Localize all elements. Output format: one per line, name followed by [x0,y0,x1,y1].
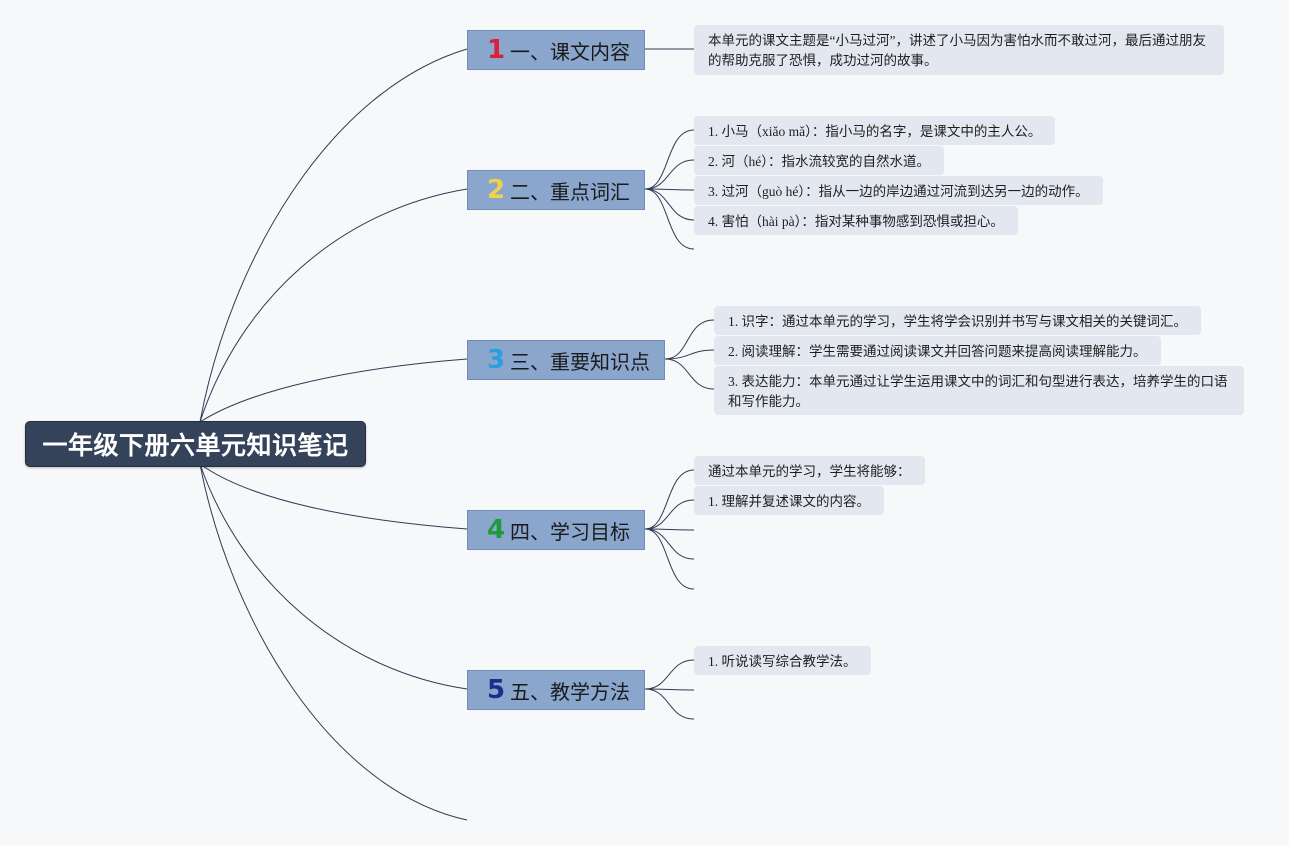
leaf-b1-1[interactable]: 本单元的课文主题是“小马过河”，讲述了小马因为害怕水而不敢过河，最后通过朋友的帮… [694,25,1224,75]
leaf-text: 4. 害怕（hài pà）：指对某种事物感到恐惧或担心。 [708,214,1004,229]
connector-b2-leaf-2 [644,159,695,190]
leaf-text: 3. 过河（guò hé）：指从一边的岸边通过河流到达另一边的动作。 [708,184,1089,199]
branch-label-2: 二、重点词汇 [510,179,630,204]
branch-label-5: 五、教学方法 [510,679,630,704]
connector-b5-leaf-3 [644,688,695,720]
leaf-text: 本单元的课文主题是“小马过河”，讲述了小马因为害怕水而不敢过河，最后通过朋友的帮… [708,33,1206,68]
branch-topic-3[interactable]: 3 三、重要知识点 [467,340,665,380]
branch-number-4: 4 [486,515,506,545]
connector-root-branch-5 [199,463,468,690]
leaf-text: 1. 识字：通过本单元的学习，学生将学会识别并书写与课文相关的关键词汇。 [728,314,1187,329]
leaf-b4-1[interactable]: 通过本单元的学习，学生将能够： [694,456,925,485]
connector-root-branch-6 [199,463,468,821]
connector-root-branch-3 [199,358,468,423]
leaf-b3-1[interactable]: 1. 识字：通过本单元的学习，学生将学会识别并书写与课文相关的关键词汇。 [714,306,1201,335]
leaf-b2-2[interactable]: 2. 河（hé）：指水流较宽的自然水道。 [694,146,944,175]
branch-topic-2[interactable]: 2 二、重点词汇 [467,170,645,210]
leaf-text: 2. 河（hé）：指水流较宽的自然水道。 [708,154,930,169]
connector-b4-leaf-5 [644,528,695,590]
leaf-b4-2[interactable]: 1. 理解并复述课文的内容。 [694,486,884,515]
leaf-text: 2. 阅读理解：学生需要通过阅读课文并回答问题来提高阅读理解能力。 [728,344,1147,359]
branch-number-2: 2 [486,175,506,205]
leaf-text: 3. 表达能力：本单元通过让学生运用课文中的词汇和句型进行表达，培养学生的口语和… [728,374,1228,409]
root-title: 一年级下册六单元知识笔记 [42,431,349,460]
leaf-text: 1. 听说读写综合教学法。 [708,654,857,669]
branch-topic-1[interactable]: 1 一、课文内容 [467,30,645,70]
connector-b4-leaf-1 [644,469,695,530]
branch-label-3: 三、重要知识点 [510,349,650,374]
connector-b4-leaf-4 [644,528,695,560]
leaf-text: 1. 理解并复述课文的内容。 [708,494,870,509]
branch-label-4: 四、学习目标 [510,519,630,544]
leaf-b2-1[interactable]: 1. 小马（xiǎo mǎ）：指小马的名字，是课文中的主人公。 [694,116,1056,145]
branch-number-3: 3 [486,345,506,375]
leaf-b3-3[interactable]: 3. 表达能力：本单元通过让学生运用课文中的词汇和句型进行表达，培养学生的口语和… [714,366,1244,415]
leaf-b2-3[interactable]: 3. 过河（guò hé）：指从一边的岸边通过河流到达另一边的动作。 [694,176,1103,205]
branch-number-1: 1 [486,35,506,65]
leaf-b2-4[interactable]: 4. 害怕（hài pà）：指对某种事物感到恐惧或担心。 [694,206,1018,235]
connector-b5-leaf-2 [644,688,695,691]
leaf-text: 1. 小马（xiǎo mǎ）：指小马的名字，是课文中的主人公。 [708,124,1042,139]
connector-b3-leaf-3 [664,358,715,390]
connector-root-branch-2 [199,188,468,423]
connector-b3-leaf-1 [664,319,715,360]
connector-b2-leaf-5 [644,188,695,250]
connector-b4-leaf-3 [644,528,695,531]
connector-b2-leaf-1 [644,129,695,190]
connector-root-branch-4 [199,463,468,530]
leaf-b3-2[interactable]: 2. 阅读理解：学生需要通过阅读课文并回答问题来提高阅读理解能力。 [714,336,1161,365]
connector-b4-leaf-2 [644,499,695,530]
connector-b2-leaf-4 [644,188,695,221]
branch-label-1: 一、课文内容 [510,39,630,64]
leaf-text: 通过本单元的学习，学生将能够： [708,464,911,479]
connector-b5-leaf-1 [644,659,695,690]
root-topic[interactable]: 一年级下册六单元知识笔记 [25,421,366,467]
branch-topic-4[interactable]: 4 四、学习目标 [467,510,645,550]
leaf-b5-1[interactable]: 1. 听说读写综合教学法。 [694,646,871,675]
connector-b3-leaf-2 [664,349,715,360]
branch-number-5: 5 [486,675,506,705]
connector-b2-leaf-3 [644,188,695,191]
branch-topic-5[interactable]: 5 五、教学方法 [467,670,645,710]
connector-root-branch-1 [199,48,468,423]
